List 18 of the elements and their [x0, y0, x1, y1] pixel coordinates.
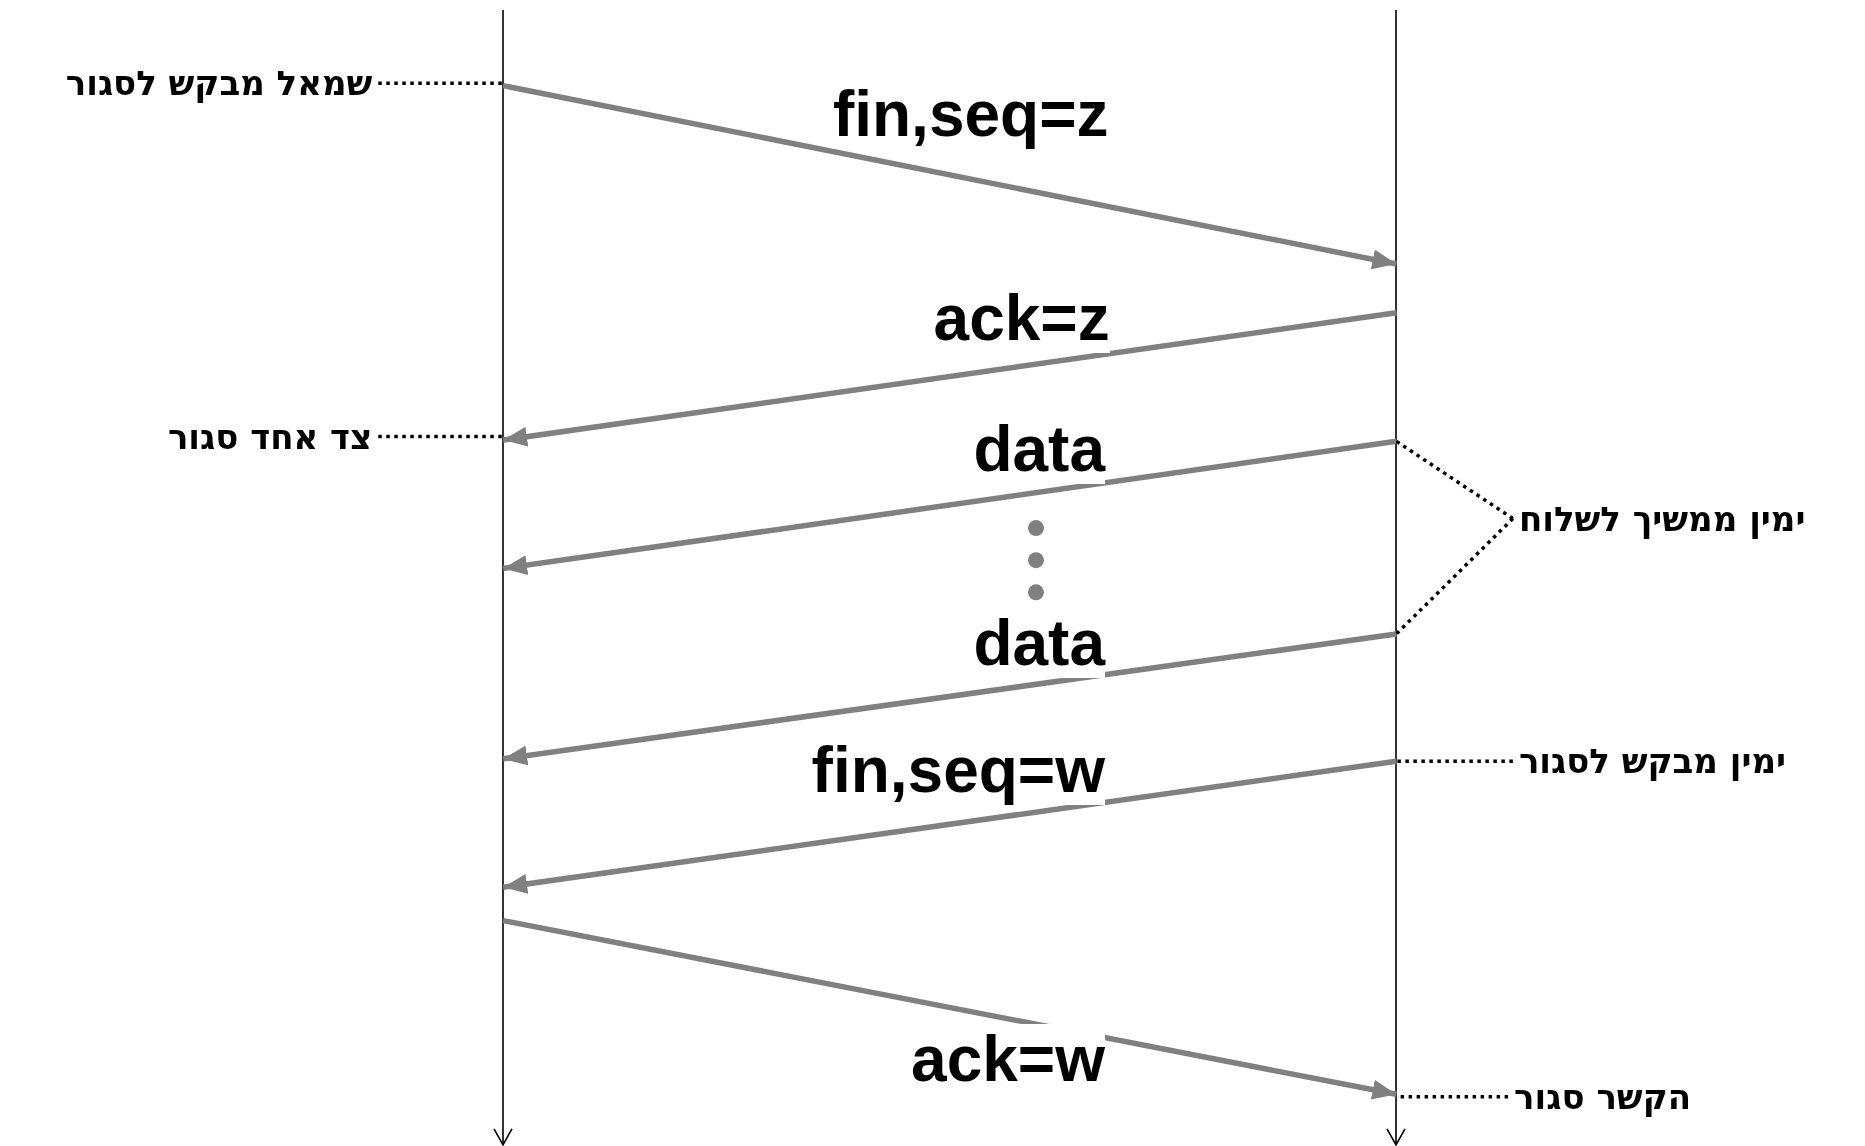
- leader-line: [378, 434, 504, 439]
- leader-line: [1395, 439, 1514, 521]
- annotation-text: ימין ממשיך לשלוח: [1518, 496, 1806, 541]
- annotation-text: שמאל מבקש לסגור: [65, 61, 373, 106]
- leader-line: [378, 81, 504, 85]
- arrow: [502, 310, 1397, 447]
- timeline: [1385, 9, 1408, 1146]
- leader-line: [1395, 517, 1515, 636]
- annotation-text: ימין מבקש לסגור: [1518, 739, 1786, 784]
- timeline: [492, 9, 515, 1146]
- annotation-text: צד אחד סגור: [167, 414, 373, 459]
- arrow: [502, 758, 1397, 894]
- arrow: [502, 917, 1397, 1100]
- annotation-text: הקשר סגור: [1514, 1074, 1692, 1119]
- arrow: [502, 82, 1397, 270]
- arrow: [502, 438, 1397, 576]
- leader-line: [1396, 759, 1513, 763]
- arrow: [502, 631, 1397, 766]
